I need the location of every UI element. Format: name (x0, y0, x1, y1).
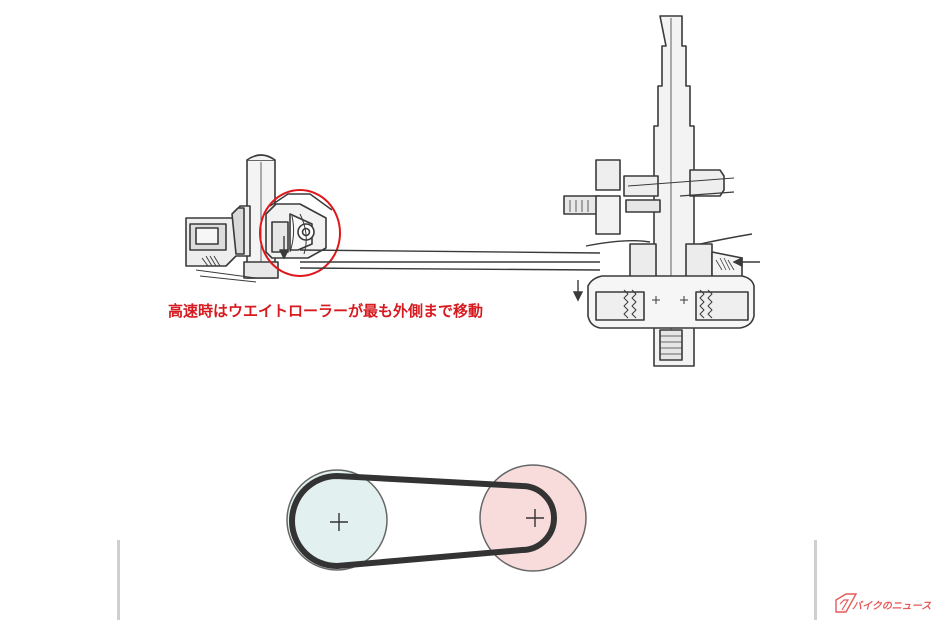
drive-belt-side (299, 249, 601, 271)
gear-boss (595, 159, 621, 191)
belt-schematic (286, 464, 587, 572)
arrow-down-icon (572, 280, 584, 302)
arrow-left-icon (732, 256, 760, 268)
driven-fixed-sheave (629, 243, 657, 281)
watermark-logo (835, 593, 858, 613)
watermark-text: バイクのニュース (852, 601, 932, 612)
driven-movable-sheave (685, 243, 713, 281)
crosshair-icon (330, 509, 544, 531)
rear-pulley-assembly (563, 15, 755, 367)
v-belt (289, 473, 557, 569)
front-pulley-circle (286, 469, 388, 571)
edge-bar-right (814, 540, 817, 620)
edge-bar-left (117, 540, 120, 620)
highlight-circle (259, 189, 341, 277)
crank-nut (243, 261, 279, 279)
front-pulley-assembly (185, 154, 333, 283)
caption-text: 高速時はウエイトローラーが最も外側まで移動 (168, 302, 484, 320)
